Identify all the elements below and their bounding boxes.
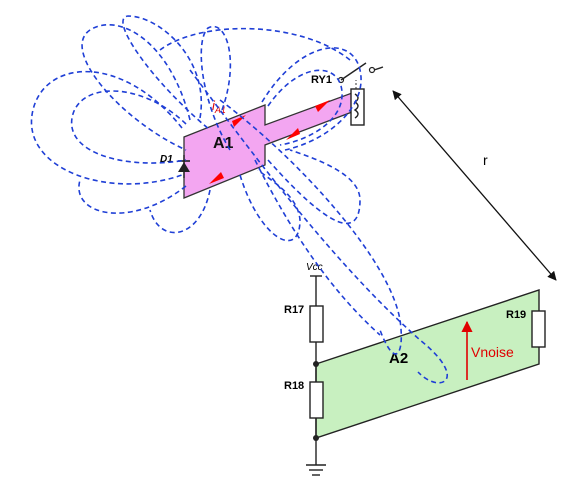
relay-coil	[350, 88, 365, 126]
label-a2: A2	[389, 350, 408, 367]
node-bottom	[313, 435, 319, 441]
ground-symbol	[306, 464, 326, 476]
label-vnoise: Vnoise	[471, 344, 514, 360]
label-current: iA1	[212, 98, 226, 115]
distance-arrow	[392, 90, 557, 281]
loop-a1-area	[183, 92, 353, 199]
label-r19: R19	[506, 309, 526, 321]
label-current-main: i	[212, 98, 216, 113]
label-r17: R17	[284, 304, 304, 316]
node-top	[313, 361, 319, 367]
label-d1: D1	[160, 154, 173, 165]
resistor-r17	[309, 305, 324, 343]
label-r18: R18	[284, 380, 304, 392]
magnetic-field-lines	[30, 15, 448, 384]
label-ry1: RY1	[311, 74, 332, 86]
label-current-sub: A1	[214, 105, 226, 115]
resistor-r18	[309, 381, 324, 419]
label-distance: r	[483, 152, 488, 168]
resistor-r19	[531, 310, 546, 348]
label-vcc: Vcc	[306, 262, 323, 273]
